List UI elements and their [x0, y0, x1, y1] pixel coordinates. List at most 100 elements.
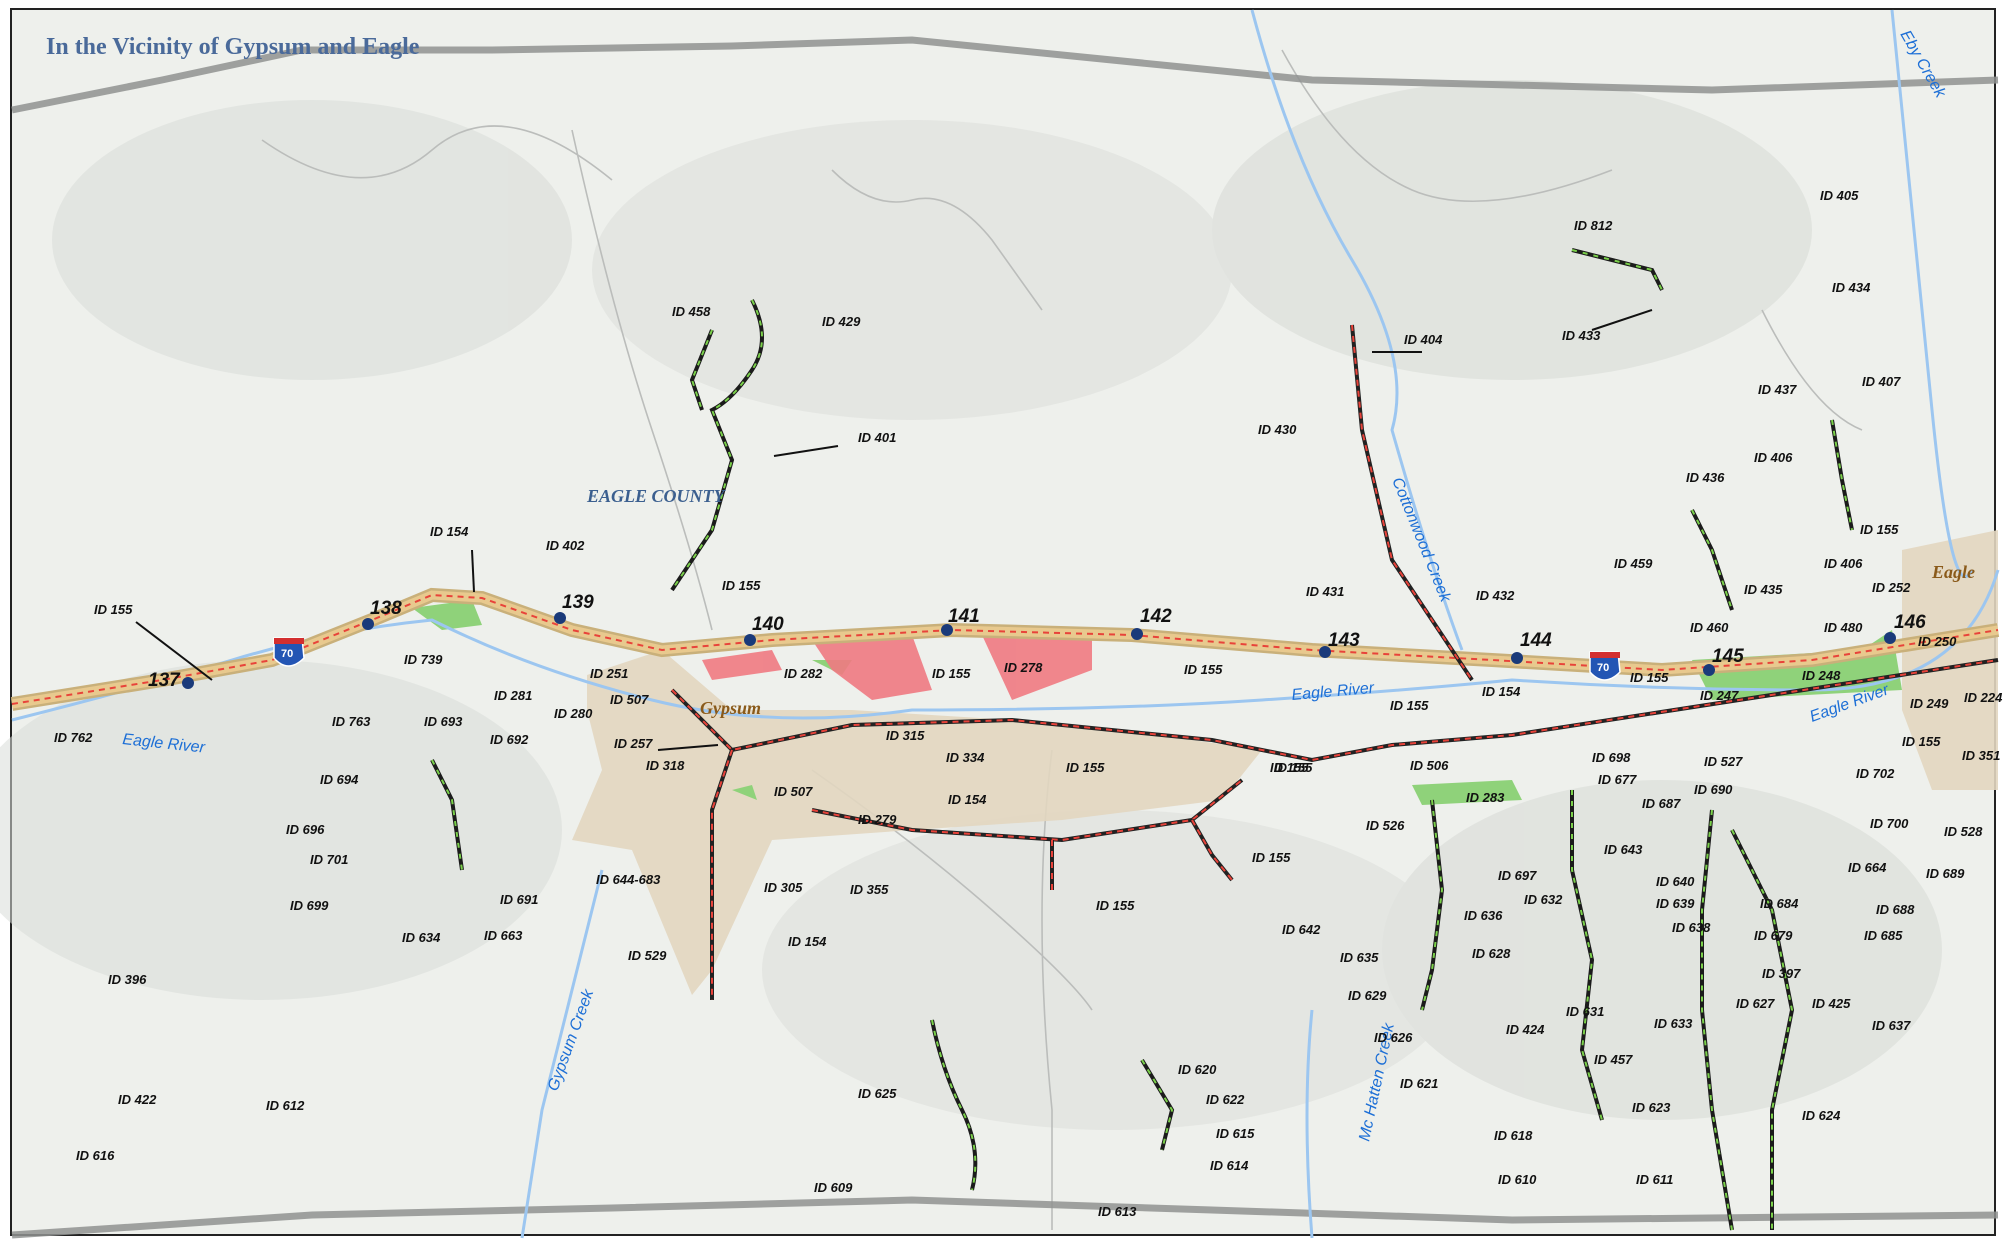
feature-label: ID 507 — [774, 784, 813, 799]
feature-label: ID 154 — [948, 792, 987, 807]
feature-label: ID 154 — [1482, 684, 1521, 699]
feature-label: ID 278 — [1004, 660, 1043, 675]
feature-label: ID 404 — [1404, 332, 1443, 347]
interstate-shield-label-east: 70 — [1597, 662, 1609, 674]
feature-label: ID 506 — [1410, 758, 1449, 773]
interstate-70-shield: 70 — [273, 637, 305, 667]
feature-label: ID 430 — [1258, 422, 1297, 437]
feature-label: ID 702 — [1856, 766, 1895, 781]
feature-label: ID 405 — [1820, 188, 1859, 203]
feature-label: ID 739 — [404, 652, 443, 667]
mile-marker-145: 145 — [1712, 646, 1744, 667]
interstate-70-shield-east: 70 — [1589, 651, 1621, 681]
feature-label: ID 632 — [1524, 892, 1563, 907]
feature-label: ID 614 — [1210, 1158, 1249, 1173]
feature-label: ID 397 — [1762, 966, 1801, 981]
feature-label: ID 679 — [1754, 928, 1793, 943]
feature-label: ID 528 — [1944, 824, 1983, 839]
feature-label: ID 628 — [1472, 946, 1511, 961]
county-label: EAGLE COUNTY — [586, 486, 727, 506]
feature-label: ID 406 — [1754, 450, 1793, 465]
feature-label: ID 697 — [1498, 868, 1537, 883]
feature-label: ID 281 — [494, 688, 532, 703]
feature-label: ID 437 — [1758, 382, 1797, 397]
hazard-areas — [702, 630, 1092, 700]
feature-label: ID 627 — [1736, 996, 1775, 1011]
feature-label: ID 609 — [814, 1180, 853, 1195]
feature-label: ID 402 — [546, 538, 585, 553]
boundary-lines — [11, 36, 1999, 1239]
feature-label: ID 432 — [1476, 588, 1515, 603]
feature-label: ID 684 — [1760, 896, 1799, 911]
feature-label: ID 699 — [290, 898, 329, 913]
map-canvas: 70 70 137 138 139 140 141 142 143 144 14… — [0, 9, 2003, 1239]
feature-label: ID 459 — [1614, 556, 1653, 571]
feature-label: ID 689 — [1926, 866, 1965, 881]
mile-marker-138: 138 — [370, 598, 402, 619]
feature-label: ID 685 — [1864, 928, 1903, 943]
town-gypsum: Gypsum — [700, 698, 761, 718]
feature-label: ID 507 — [610, 692, 649, 707]
interstate-shield-label: 70 — [281, 648, 293, 660]
feature-label: ID 626 — [1374, 1030, 1413, 1045]
feature-label: ID 635 — [1340, 950, 1379, 965]
feature-label: ID 318 — [646, 758, 685, 773]
feature-label: ID 613 — [1098, 1204, 1137, 1219]
feature-label: ID 280 — [554, 706, 593, 721]
feature-label: ID 637 — [1872, 1018, 1911, 1033]
feature-label: ID 640 — [1656, 874, 1695, 889]
feature-label: ID 425 — [1812, 996, 1851, 1011]
feature-label: ID 687 — [1642, 796, 1681, 811]
feature-label: ID 155 — [932, 666, 971, 681]
feature-label: ID 629 — [1348, 988, 1387, 1003]
feature-label: ID 224 — [1964, 690, 2003, 705]
feature-label: ID 642 — [1282, 922, 1321, 937]
feature-label: ID 621 — [1400, 1076, 1438, 1091]
feature-label: ID 351 — [1962, 748, 2000, 763]
feature-label: ID 305 — [764, 880, 803, 895]
feature-label: ID 615 — [1216, 1126, 1255, 1141]
feature-label: ID 631 — [1566, 1004, 1604, 1019]
interstate-70-marking — [11, 593, 1999, 705]
feature-label: ID 526 — [1366, 818, 1405, 833]
mile-marker-144: 144 — [1520, 630, 1552, 651]
feature-label: ID 406 — [1824, 556, 1863, 571]
feature-label: ID 334 — [946, 750, 985, 765]
feature-label: ID 527 — [1704, 754, 1743, 769]
feature-label: ID 611 — [1636, 1172, 1673, 1187]
feature-label: ID 763 — [332, 714, 371, 729]
feature-label: ID 664 — [1848, 860, 1887, 875]
county-roads — [670, 324, 1999, 1000]
water-label-gypsum-creek: Gypsum Creek — [545, 986, 598, 1093]
feature-label: ID 457 — [1594, 1052, 1633, 1067]
terrain-hillshade — [0, 80, 1942, 1130]
feature-id-labels: ID 155 ID 762 ID 763 ID 154 ID 739 ID 28… — [54, 188, 2003, 1219]
mile-marker-140: 140 — [752, 614, 784, 635]
gypsum-urban-area — [572, 650, 1262, 995]
mile-marker-dots — [182, 612, 1896, 689]
feature-label: ID 691 — [500, 892, 538, 907]
feature-label: ID 625 — [858, 1086, 897, 1101]
feature-label: ID 644-683 — [596, 872, 661, 887]
feature-label: ID 694 — [320, 772, 359, 787]
feature-label: ID 154 — [788, 934, 827, 949]
feature-label: ID 250 — [1918, 634, 1957, 649]
feature-label: ID 155 — [1270, 760, 1309, 775]
mile-marker-139: 139 — [562, 592, 594, 613]
mile-marker-143: 143 — [1328, 630, 1360, 651]
feature-label: ID 315 — [886, 728, 925, 743]
town-eagle: Eagle — [1931, 562, 1975, 582]
feature-label: ID 812 — [1574, 218, 1613, 233]
feature-label: ID 762 — [54, 730, 93, 745]
feature-label: ID 688 — [1876, 902, 1915, 917]
feature-label: ID 639 — [1656, 896, 1695, 911]
feature-label: ID 396 — [108, 972, 147, 987]
feature-label: ID 698 — [1592, 750, 1631, 765]
feature-label: ID 636 — [1464, 908, 1503, 923]
feature-label: ID 247 — [1700, 688, 1739, 703]
feature-label: ID 693 — [424, 714, 463, 729]
feature-label: ID 252 — [1872, 580, 1911, 595]
mile-marker-137: 137 — [148, 670, 181, 691]
feature-label: ID 634 — [402, 930, 441, 945]
feature-label: ID 620 — [1178, 1062, 1217, 1077]
